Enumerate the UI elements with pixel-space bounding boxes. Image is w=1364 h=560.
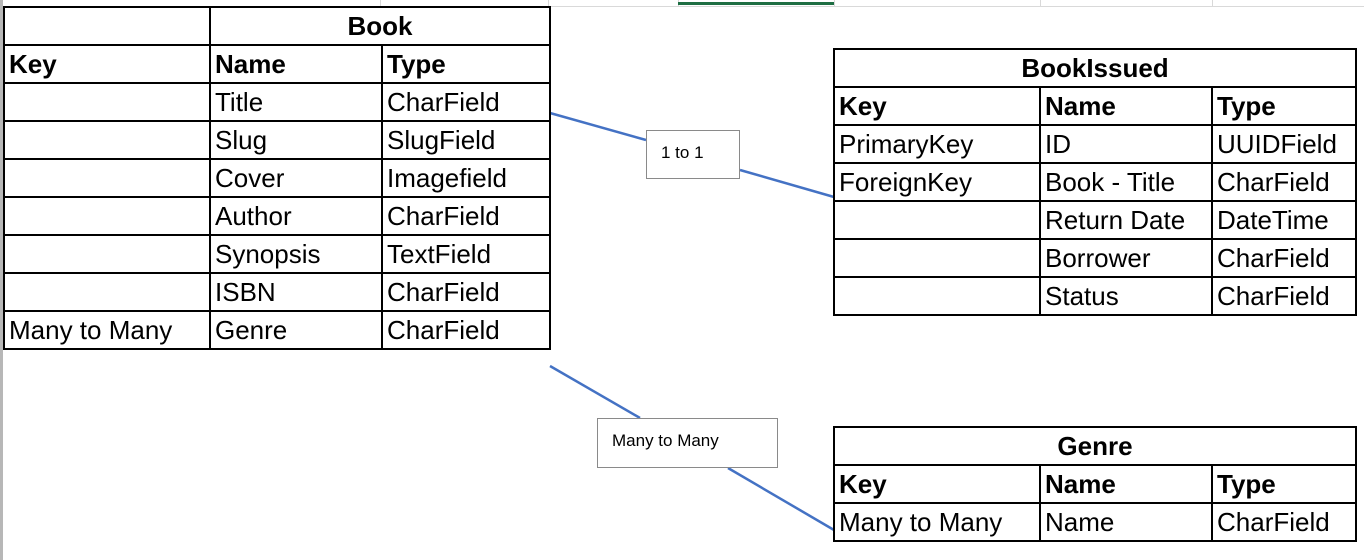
book-cell-name[interactable]: Author xyxy=(209,196,383,236)
table-row: ISBN CharField xyxy=(3,272,551,312)
book-header-key[interactable]: Key xyxy=(3,44,211,84)
bookissued-cell-key[interactable]: PrimaryKey xyxy=(833,124,1041,164)
bookissued-cell-key[interactable] xyxy=(833,200,1041,240)
gridline xyxy=(834,0,835,6)
gridline xyxy=(1212,0,1213,6)
bookissued-cell-type[interactable]: DateTime xyxy=(1211,200,1357,240)
bookissued-cell-type[interactable]: CharField xyxy=(1211,238,1357,278)
table-row: Status CharField xyxy=(833,276,1357,316)
table-row: Cover Imagefield xyxy=(3,158,551,198)
bookissued-table: BookIssued Key Name Type PrimaryKey ID U… xyxy=(833,48,1357,316)
book-cell-type[interactable]: CharField xyxy=(381,82,551,122)
book-cell-name[interactable]: Slug xyxy=(209,120,383,160)
genre-cell-name[interactable]: Name xyxy=(1039,502,1213,542)
table-row: PrimaryKey ID UUIDField xyxy=(833,124,1357,164)
book-cell-key[interactable] xyxy=(3,158,211,198)
sheet-left-edge xyxy=(0,0,3,560)
book-cell-name[interactable]: ISBN xyxy=(209,272,383,312)
bookissued-cell-key[interactable] xyxy=(833,276,1041,316)
book-cell-type[interactable]: TextField xyxy=(381,234,551,274)
table-row: Borrower CharField xyxy=(833,238,1357,278)
book-cell-type[interactable]: Imagefield xyxy=(381,158,551,198)
bookissued-header-key[interactable]: Key xyxy=(833,86,1041,126)
bookissued-cell-name[interactable]: Borrower xyxy=(1039,238,1213,278)
book-cell-key[interactable] xyxy=(3,82,211,122)
gridline xyxy=(548,0,549,6)
book-cell-type[interactable]: CharField xyxy=(381,272,551,312)
bookissued-table-title[interactable]: BookIssued xyxy=(833,48,1357,88)
genre-cell-type[interactable]: CharField xyxy=(1211,502,1357,542)
book-cell-type[interactable]: CharField xyxy=(381,310,551,350)
book-cell-key[interactable] xyxy=(3,196,211,236)
table-row: Return Date DateTime xyxy=(833,200,1357,240)
book-cell-name[interactable]: Genre xyxy=(209,310,383,350)
genre-cell-key[interactable]: Many to Many xyxy=(833,502,1041,542)
connector-line-m2m-b xyxy=(727,466,835,532)
table-row: Many to Many Genre CharField xyxy=(3,310,551,350)
sheet-column-strip xyxy=(0,0,1364,7)
table-row: Title CharField xyxy=(3,82,551,122)
bookissued-cell-name[interactable]: Status xyxy=(1039,276,1213,316)
genre-table: Genre Key Name Type Many to Many Name Ch… xyxy=(833,426,1357,542)
connector-line-1to1-a xyxy=(549,111,647,142)
book-table-title[interactable]: Book xyxy=(209,6,551,46)
book-cell-type[interactable]: SlugField xyxy=(381,120,551,160)
bookissued-cell-type[interactable]: CharField xyxy=(1211,276,1357,316)
book-cell-key[interactable] xyxy=(3,272,211,312)
book-cell-key[interactable] xyxy=(3,234,211,274)
bookissued-cell-type[interactable]: CharField xyxy=(1211,162,1357,202)
relationship-label-1to1[interactable]: 1 to 1 xyxy=(646,130,740,179)
book-header-name[interactable]: Name xyxy=(209,44,383,84)
connector-line-m2m-a xyxy=(549,364,641,420)
genre-table-title[interactable]: Genre xyxy=(833,426,1357,466)
table-row: Author CharField xyxy=(3,196,551,236)
book-header-type[interactable]: Type xyxy=(381,44,551,84)
table-row: Synopsis TextField xyxy=(3,234,551,274)
book-table: Book Key Name Type Title CharField Slug … xyxy=(3,6,551,350)
book-cell-key[interactable] xyxy=(3,120,211,160)
genre-header-type[interactable]: Type xyxy=(1211,464,1357,504)
book-cell-key[interactable]: Many to Many xyxy=(3,310,211,350)
relationship-label-many-to-many[interactable]: Many to Many xyxy=(597,418,778,468)
selected-cell-indicator[interactable] xyxy=(678,0,834,5)
book-cell-name[interactable]: Cover xyxy=(209,158,383,198)
genre-header-name[interactable]: Name xyxy=(1039,464,1213,504)
bookissued-cell-type[interactable]: UUIDField xyxy=(1211,124,1357,164)
gridline xyxy=(1040,0,1041,6)
genre-header-key[interactable]: Key xyxy=(833,464,1041,504)
bookissued-header-name[interactable]: Name xyxy=(1039,86,1213,126)
bookissued-cell-name[interactable]: ID xyxy=(1039,124,1213,164)
table-row: Slug SlugField xyxy=(3,120,551,160)
table-row: ForeignKey Book - Title CharField xyxy=(833,162,1357,202)
bookissued-header-type[interactable]: Type xyxy=(1211,86,1357,126)
bookissued-cell-key[interactable]: ForeignKey xyxy=(833,162,1041,202)
table-row: Many to Many Name CharField xyxy=(833,502,1357,542)
book-cell-name[interactable]: Synopsis xyxy=(209,234,383,274)
bookissued-cell-name[interactable]: Return Date xyxy=(1039,200,1213,240)
book-cell-name[interactable]: Title xyxy=(209,82,383,122)
gridline xyxy=(380,0,381,6)
connector-line-1to1-b xyxy=(739,168,835,199)
bookissued-cell-name[interactable]: Book - Title xyxy=(1039,162,1213,202)
book-cell-type[interactable]: CharField xyxy=(381,196,551,236)
bookissued-cell-key[interactable] xyxy=(833,238,1041,278)
